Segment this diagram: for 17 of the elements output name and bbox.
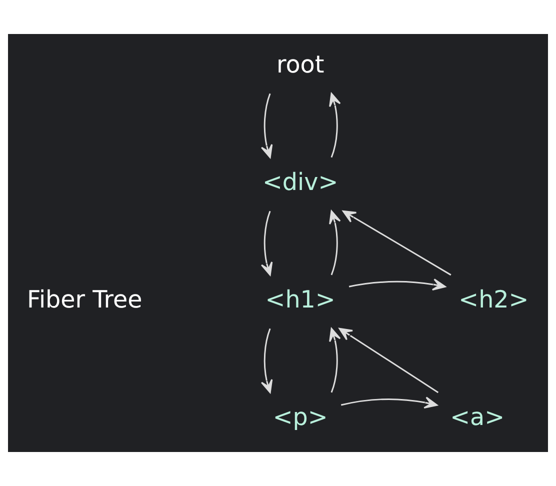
node-text: <h2> [458, 285, 529, 314]
arrow [348, 278, 446, 291]
arrow [260, 210, 273, 276]
arrow [329, 210, 341, 276]
arrow [338, 328, 439, 394]
arrow [329, 92, 341, 158]
node-text: <p> [272, 402, 328, 431]
arrow [342, 210, 452, 276]
node-text: <a> [450, 402, 505, 431]
node-text: <div> [262, 168, 338, 196]
arrow [260, 328, 273, 394]
arrow [260, 93, 273, 158]
label: Fiber Tree [26, 285, 142, 314]
arrow [340, 396, 438, 409]
node-text: root [276, 50, 324, 78]
arrow [329, 328, 341, 393]
node-text: <h1> [265, 285, 336, 314]
